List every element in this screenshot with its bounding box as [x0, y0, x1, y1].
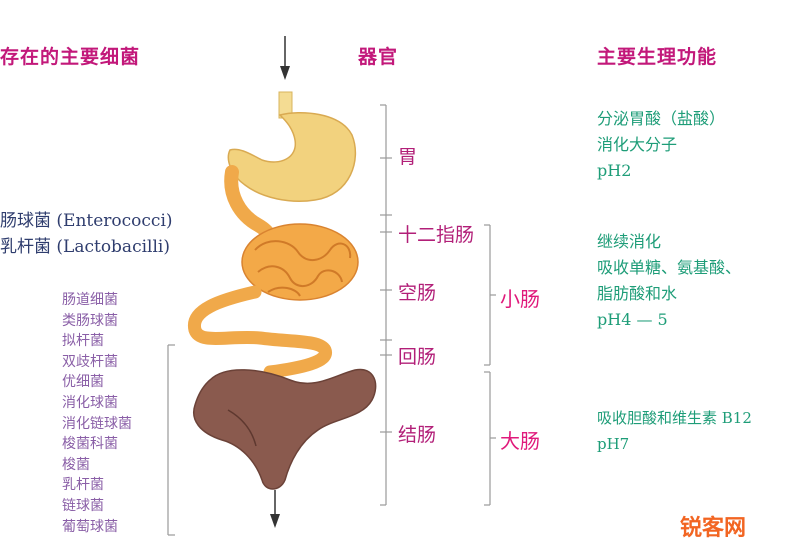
- function-line: 脂肪酸和水: [597, 284, 678, 303]
- bacteria-item: 乳杆菌 (Lactobacilli): [0, 237, 170, 257]
- large-intestine-bracket: [484, 371, 496, 506]
- bacteria-list-item: 双歧杆菌: [62, 353, 118, 370]
- group-label-small-intestine: 小肠: [500, 287, 540, 311]
- site-watermark: 锐客网: [680, 516, 747, 541]
- bacteria-list-item: 链球菌: [62, 497, 104, 514]
- bacteria-list-item: 肠道细菌: [62, 292, 118, 308]
- bacteria-list-item: 葡萄球菌: [62, 518, 118, 535]
- organ-column-header: 器官: [358, 46, 399, 68]
- function-line: 继续消化: [597, 232, 662, 251]
- organ-label-colon: 结肠: [398, 424, 437, 446]
- function-line: pH7: [597, 435, 630, 453]
- function-line: 吸收单糖、氨基酸、: [597, 258, 742, 277]
- bacteria-list-item: 拟杆菌: [62, 333, 104, 350]
- bacteria-column-header: 存在的主要细菌: [0, 46, 141, 68]
- stomach-shape: [227, 112, 357, 202]
- function-line: 消化大分子: [597, 135, 678, 154]
- function-stomach: 分泌胃酸（盐酸） 消化大分子 pH2: [597, 106, 725, 184]
- bacteria-list-item: 消化球菌: [62, 394, 118, 411]
- bacteria-list-item: 类肠球菌: [62, 312, 118, 329]
- function-line: 吸收胆酸和维生素 B12: [597, 409, 752, 427]
- bacteria-list-bracket: [167, 344, 175, 536]
- bacteria-list-item: 梭菌: [62, 456, 90, 473]
- organ-label-stomach: 胃: [398, 146, 418, 168]
- group-label-large-intestine: 大肠: [500, 429, 540, 453]
- bacteria-list-item: 梭菌科菌: [62, 436, 118, 453]
- small-intestine-bacteria: 肠球菌 (Enterococci) 乳杆菌 (Lactobacilli): [0, 208, 173, 260]
- function-line: 分泌胃酸（盐酸）: [597, 109, 726, 128]
- function-line: pH2: [597, 161, 632, 180]
- function-line: pH4 — 5: [597, 310, 668, 329]
- jejunum-coils: [241, 223, 359, 301]
- organ-label-duodenum: 十二指肠: [398, 224, 475, 246]
- food-input-arrow: [280, 36, 290, 80]
- bacteria-list-item: 优细菌: [62, 374, 104, 391]
- colon-shape: [193, 368, 377, 490]
- function-large-intestine: 吸收胆酸和维生素 B12 pH7: [597, 405, 752, 457]
- function-small-intestine: 继续消化 吸收单糖、氨基酸、 脂肪酸和水 pH4 — 5: [597, 229, 741, 333]
- bacteria-list-item: 乳杆菌: [62, 477, 104, 494]
- ileum-shape: [188, 285, 332, 379]
- organ-label-jejunum: 空肠: [398, 282, 437, 304]
- bacteria-list-item: 消化链球菌: [62, 415, 132, 432]
- bacteria-item: 肠球菌 (Enterococci): [0, 211, 173, 231]
- organ-label-ileum: 回肠: [398, 346, 437, 368]
- organ-bracket: [380, 104, 392, 506]
- function-column-header: 主要生理功能: [597, 46, 718, 68]
- small-intestine-bracket: [484, 224, 496, 366]
- large-intestine-bacteria-list: 肠道细菌 类肠球菌 拟杆菌 双歧杆菌 优细菌 消化球菌 消化链球菌 梭菌科菌 梭…: [62, 290, 132, 537]
- exit-arrow: [270, 490, 280, 528]
